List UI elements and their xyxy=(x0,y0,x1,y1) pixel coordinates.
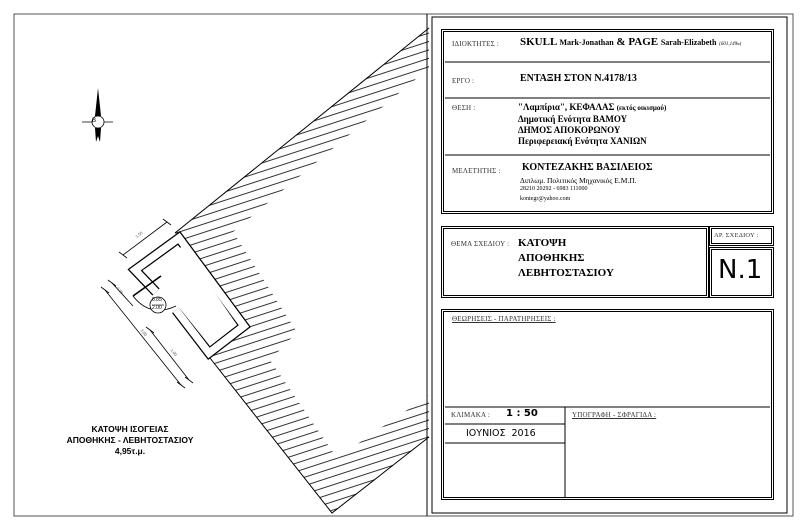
location-line2: Δημοτική Ενότητα ΒΑΜΟΥ xyxy=(518,114,628,124)
location-note: (εκτός οικισμού) xyxy=(616,104,667,112)
owner1-surname: SKULL xyxy=(520,36,557,48)
plan-caption: ΚΑΤΟΨΗ ΙΣΟΓΕΙΑΣ ΑΠΟΘΗΚΗΣ - ΛΕΒΗΤΟΣΤΑΣΙΟΥ… xyxy=(30,424,230,457)
subject-line1: ΚΑΤΟΨΗ xyxy=(518,237,567,249)
owners-amp: & xyxy=(616,36,626,48)
dimension-lines xyxy=(100,218,194,389)
subject-line2: ΑΠΟΘΗΚΗΣ xyxy=(518,252,585,264)
engineer-label: ΜΕΛΕΤΗΤΗΣ : xyxy=(452,167,501,175)
scale: 1 : 50 xyxy=(506,408,538,419)
door-width: 0.85 xyxy=(152,297,162,303)
location-line3: ΔΗΜΟΣ ΑΠΟΚΟΡΩΝΟΥ xyxy=(518,125,621,135)
owner2-surname: PAGE xyxy=(628,36,659,48)
plot-boundary xyxy=(174,27,430,234)
engineer-title: Διπλωμ. Πολιτικός Μηχανικός Ε.Μ.Π. xyxy=(520,176,637,185)
remarks-box xyxy=(441,309,774,500)
owner1-name: Mark-Jonathan xyxy=(559,38,614,47)
subject: ΚΑΤΟΨΗ ΑΠΟΘΗΚΗΣ ΛΕΒΗΤΟΣΤΑΣΙΟΥ xyxy=(518,236,614,281)
remarks-label: ΘΕΩΡΗΣΕΙΣ - ΠΑΡΑΤΗΡΗΣΕΙΣ : xyxy=(452,315,556,323)
caption-line1: ΚΑΤΟΨΗ ΙΣΟΓΕΙΑΣ xyxy=(91,424,169,434)
drawing-no-label: ΑΡ. ΣΧΕΔΙΟΥ : xyxy=(714,232,759,239)
title-block-frame xyxy=(431,16,788,514)
north-arrow-icon xyxy=(82,88,113,142)
drawing-no-label-box xyxy=(709,226,774,246)
project-info-box xyxy=(441,29,774,214)
owner2-name: Sarah-Elizabeth xyxy=(660,38,717,47)
hatched-area xyxy=(175,28,429,513)
location-line1: "Λαμπίρια", ΚΕΦΑΛΑΣ xyxy=(518,102,615,112)
building-walls xyxy=(127,231,251,361)
sheet-frame xyxy=(13,13,794,517)
owners-share: (601,14‰) xyxy=(719,42,742,47)
subject-box xyxy=(441,226,709,298)
location-line4: Περιφερειακή Ενότητα ΧΑΝΙΩΝ xyxy=(518,136,647,146)
location-label: ΘΕΣΗ : xyxy=(452,104,476,112)
caption-area: 4,95τ.μ. xyxy=(114,446,146,456)
drawing-no: N.1 xyxy=(718,255,763,285)
project-label: ΕΡΓΟ : xyxy=(452,77,475,85)
owners: SKULL Mark-Jonathan & PAGE Sarah-Elizabe… xyxy=(520,36,741,48)
signature-label: ΥΠΟΓΡΑΦΗ - ΣΦΡΑΓΙΔΑ : xyxy=(572,411,657,419)
door-height: 2.00 xyxy=(152,305,162,311)
owners-label: ΙΔΙΟΚΤΗΤΕΣ : xyxy=(452,40,500,48)
subject-label: ΘΕΜΑ ΣΧΕΔΙΟΥ : xyxy=(451,240,510,248)
project: ΕΝΤΑΞΗ ΣΤΟΝ Ν.4178/13 xyxy=(520,73,637,84)
drawing-no-box xyxy=(709,247,774,298)
location: "Λαμπίρια", ΚΕΦΑΛΑΣ (εκτός οικισμού) Δημ… xyxy=(518,102,666,147)
door-leaf xyxy=(132,275,162,297)
subject-line3: ΛΕΒΗΤΟΣΤΑΣΙΟΥ xyxy=(518,267,614,279)
caption-line2: ΑΠΟΘΗΚΗΣ - ΛΕΒΗΤΟΣΤΑΣΙΟΥ xyxy=(66,435,194,445)
scale-label: ΚΛΙΜΑΚΑ : xyxy=(451,411,490,419)
north-label: B xyxy=(92,118,97,124)
engineer-email: kontegr@yahoo.com xyxy=(520,196,571,202)
date: ΙΟΥΝΙΟΣ 2016 xyxy=(466,428,536,439)
engineer-name: ΚΟΝΤΕΖΑΚΗΣ ΒΑΣΙΛΕΙΟΣ xyxy=(522,162,653,173)
engineer-phone: 28210 20292 - 6983 111000 xyxy=(520,186,588,192)
